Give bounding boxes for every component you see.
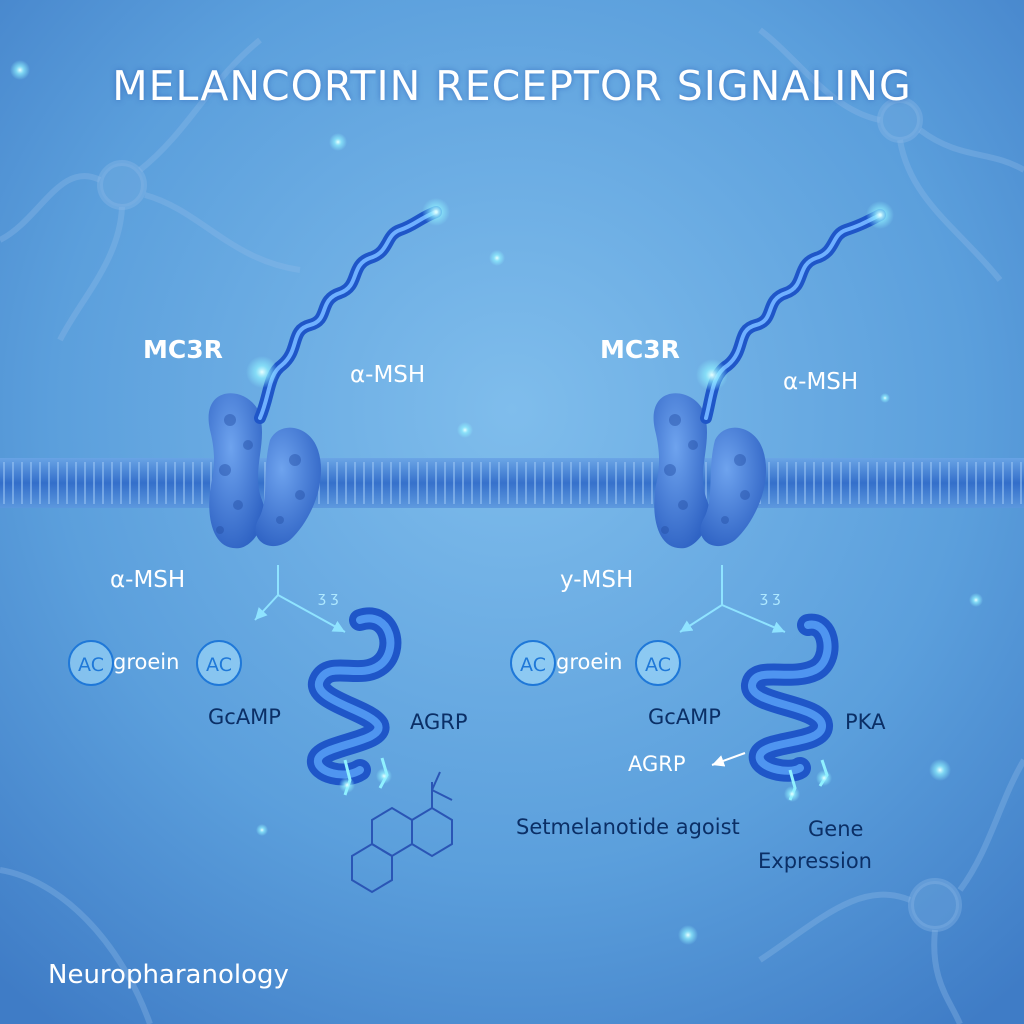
left-signal-arrows: ʒ ʒ [254, 565, 346, 633]
left-protein-label: groein [113, 650, 180, 674]
left-agrp-protein [307, 607, 402, 796]
left-alpha-msh-helix [246, 198, 450, 424]
glow-particles [10, 60, 983, 945]
left-ac-circle-1: AC [68, 640, 114, 686]
left-ac-circle-2: AC [196, 640, 242, 686]
outcome-label-line1: Gene [808, 817, 864, 841]
left-product-label: AGRP [410, 710, 468, 734]
svg-text:ʒ ʒ: ʒ ʒ [760, 590, 781, 606]
agonist-label: Setmelanotide agoist [516, 815, 740, 839]
right-signal-arrows: ʒ ʒ [679, 565, 786, 633]
right-ligand-label: α-MSH [783, 369, 859, 395]
outcome-label-line2: Expression [758, 849, 872, 873]
right-alpha-msh-helix [696, 201, 894, 424]
right-protein-label: groein [556, 650, 623, 674]
left-receptor [208, 393, 322, 549]
right-second-messenger-label: GcAMP [648, 705, 721, 729]
cell-membrane [0, 458, 1024, 508]
agrp-arrow [711, 752, 746, 767]
right-ac-circle-1: AC [510, 640, 556, 686]
right-product-label: AGRP [628, 752, 686, 776]
molecule-structure [351, 771, 453, 894]
left-lower-ligand-label: α-MSH [110, 567, 186, 593]
neuron-background-shapes [0, 27, 1024, 1024]
right-pka-protein [741, 613, 839, 802]
right-ac-circle-2: AC [635, 640, 681, 686]
left-receptor-label: MC3R [143, 335, 223, 364]
right-lower-ligand-label: y-MSH [560, 567, 634, 593]
diagram-title: MELANCORTIN RECEPTOR SIGNALING [112, 62, 912, 110]
footer-label: Neuropharanology [48, 960, 289, 990]
right-kinase-label: PKA [845, 710, 886, 734]
left-second-messenger-label: GcAMP [208, 705, 281, 729]
svg-text:ʒ ʒ: ʒ ʒ [318, 590, 339, 606]
right-receptor [653, 393, 767, 549]
left-ligand-label: α-MSH [350, 362, 426, 388]
right-receptor-label: MC3R [600, 335, 680, 364]
